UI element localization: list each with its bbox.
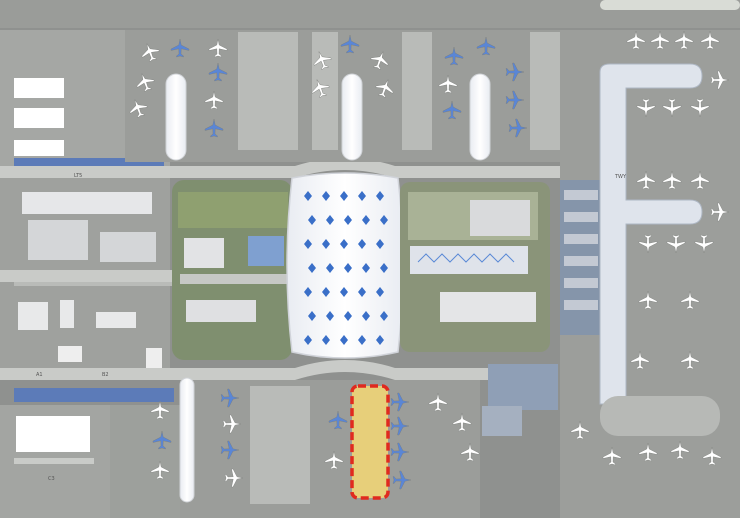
parking-structure[interactable] (440, 292, 536, 322)
gate-bridges (564, 190, 598, 310)
skylight (308, 311, 316, 321)
skylight (340, 335, 348, 345)
north-pier-1[interactable] (165, 73, 187, 161)
skylight (358, 335, 366, 345)
skylight (304, 335, 312, 345)
skylight (376, 191, 384, 201)
road-label-east: TWY (614, 174, 627, 180)
road-label-north: LT5 (74, 173, 82, 179)
satellite-concourse[interactable] (599, 63, 703, 405)
skylight (344, 263, 352, 273)
skylight (362, 215, 370, 225)
skylight (380, 263, 388, 273)
skylight (340, 287, 348, 297)
skylight (322, 239, 330, 249)
building (96, 312, 136, 328)
hotel-building[interactable] (470, 200, 530, 236)
north-spine-road (0, 158, 610, 178)
skylight (326, 311, 334, 321)
skylight (344, 215, 352, 225)
building (14, 78, 64, 98)
skylight (380, 215, 388, 225)
main-terminal[interactable] (286, 172, 404, 359)
building (60, 300, 74, 328)
canopy-pattern (417, 253, 515, 263)
south-apron-west (110, 405, 180, 518)
skylight (304, 287, 312, 297)
forecourt-road (180, 274, 290, 284)
lot-label-b: B2 (102, 372, 109, 378)
skylight (322, 287, 330, 297)
building (22, 192, 152, 214)
pond (248, 236, 284, 266)
lot-label-a: A1 (36, 372, 43, 378)
north-pier-3[interactable] (469, 73, 491, 161)
building (186, 300, 256, 322)
highlighted-south-pier[interactable] (350, 384, 390, 500)
skylight (304, 191, 312, 201)
south-apron-stand (250, 386, 310, 504)
skylight (358, 191, 366, 201)
skylight (340, 239, 348, 249)
south-taxiway-loop (600, 396, 720, 436)
skylight (322, 335, 330, 345)
skylight (376, 239, 384, 249)
skylight (376, 287, 384, 297)
building (14, 108, 64, 128)
south-spine-road (0, 360, 500, 380)
skylight (362, 263, 370, 273)
north-pier-2[interactable] (341, 73, 363, 161)
building (14, 140, 64, 156)
skylight (304, 239, 312, 249)
lot-label-c: C3 (48, 476, 55, 482)
skylight (344, 311, 352, 321)
skylight (308, 263, 316, 273)
cargo-annex[interactable] (482, 406, 522, 436)
gtc-canopy[interactable] (410, 246, 528, 274)
south-pier-west[interactable] (179, 377, 195, 503)
skylight (340, 191, 348, 201)
north-apron (125, 30, 605, 162)
building (100, 232, 156, 262)
runway-edge (600, 0, 740, 10)
building (18, 302, 48, 330)
water-channel-south (14, 388, 174, 402)
skylight (358, 239, 366, 249)
road (14, 458, 94, 464)
skylight (376, 335, 384, 345)
cargo-terminal[interactable] (488, 364, 558, 410)
skylight (308, 215, 316, 225)
building (184, 238, 224, 268)
landscape-lawn (178, 192, 288, 228)
skylight (358, 287, 366, 297)
skylight (362, 311, 370, 321)
skylight (322, 191, 330, 201)
skylight (326, 215, 334, 225)
building (28, 220, 88, 260)
skylight (326, 263, 334, 273)
building (16, 416, 90, 452)
central-road (0, 270, 180, 282)
building (58, 346, 82, 362)
terminal-skylights (304, 191, 388, 345)
skylight (380, 311, 388, 321)
